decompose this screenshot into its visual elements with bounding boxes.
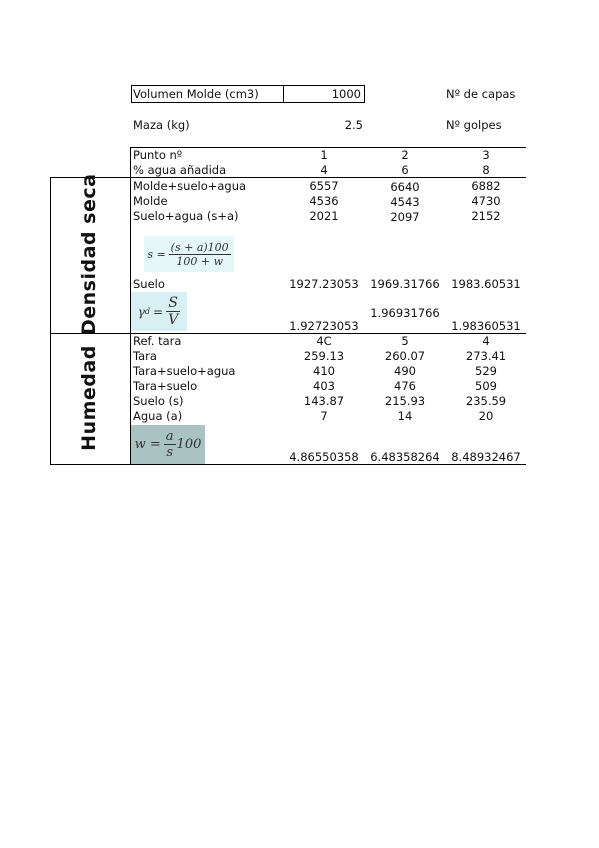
w-2: 6.48358264 bbox=[370, 450, 440, 464]
tara-suelo-agua-3: 529 bbox=[475, 364, 497, 378]
suelo-agua-2: 2097 bbox=[390, 210, 420, 224]
agua-anadida-2: 6 bbox=[401, 163, 409, 177]
suelo-s-1: 143.87 bbox=[303, 394, 345, 408]
formula-s-fraction: (s + a)100 100 + w bbox=[168, 240, 231, 268]
row-label-tara: Tara bbox=[133, 349, 157, 363]
suelo-3: 1983.60531 bbox=[451, 277, 521, 291]
formula-s-den: 100 + w bbox=[176, 254, 223, 268]
volumen-molde-value-box bbox=[283, 85, 365, 103]
formula-gamma-lhs: γ bbox=[137, 304, 145, 319]
tara-suelo-3: 509 bbox=[475, 379, 497, 393]
molde-suelo-agua-1: 6557 bbox=[309, 179, 339, 193]
ref-tara-1: 4C bbox=[316, 334, 332, 348]
gamma-1: 1.92723053 bbox=[289, 319, 359, 333]
molde-suelo-agua-2: 6640 bbox=[390, 180, 420, 194]
row-label-agua-a: Agua (a) bbox=[133, 409, 183, 423]
suelo-s-2: 215.93 bbox=[384, 394, 426, 408]
table-left-border bbox=[50, 177, 51, 465]
tara-suelo-agua-2: 490 bbox=[394, 364, 416, 378]
formula-gamma-fraction: S V bbox=[166, 295, 181, 328]
section-label-densidad: Densidad seca bbox=[78, 173, 100, 335]
w-1: 4.86550358 bbox=[289, 450, 359, 464]
formula-w-image: w = a s 100 bbox=[131, 425, 205, 464]
gamma-2: 1.96931766 bbox=[370, 306, 440, 320]
agua-a-1: 7 bbox=[320, 409, 328, 423]
agua-a-3: 20 bbox=[478, 409, 494, 423]
agua-anadida-1: 4 bbox=[320, 163, 328, 177]
suelo-s-3: 235.59 bbox=[465, 394, 507, 408]
tara-suelo-2: 476 bbox=[394, 379, 416, 393]
punto-2: 2 bbox=[401, 148, 409, 162]
punto-1: 1 bbox=[320, 148, 328, 162]
molde-1: 4536 bbox=[309, 194, 339, 208]
tara-3: 273.41 bbox=[465, 349, 507, 363]
suelo-agua-1: 2021 bbox=[309, 209, 339, 223]
volumen-molde-value: 1000 bbox=[331, 87, 361, 101]
ref-tara-2: 5 bbox=[401, 334, 409, 348]
golpes-label: Nº golpes bbox=[446, 118, 502, 132]
table-label-column-border bbox=[130, 147, 131, 465]
formula-w-den: s bbox=[166, 445, 173, 460]
row-label-tara-suelo: Tara+suelo bbox=[133, 379, 198, 393]
formula-s-image: s = (s + a)100 100 + w bbox=[144, 236, 234, 272]
tara-suelo-1: 403 bbox=[313, 379, 335, 393]
row-label-suelo-s: Suelo (s) bbox=[133, 394, 184, 408]
row-label-molde-suelo-agua: Molde+suelo+agua bbox=[133, 179, 247, 193]
tara-suelo-agua-1: 410 bbox=[313, 364, 335, 378]
row-label-suelo-agua: Suelo+agua (s+a) bbox=[133, 209, 239, 223]
tara-1: 259.13 bbox=[303, 349, 345, 363]
volumen-molde-label: Volumen Molde (cm3) bbox=[133, 87, 259, 101]
formula-gamma-eq: = bbox=[153, 304, 164, 319]
capas-label: Nº de capas bbox=[446, 87, 516, 101]
suelo-agua-3: 2152 bbox=[471, 209, 501, 223]
molde-suelo-agua-3: 6882 bbox=[471, 179, 501, 193]
section-label-humedad: Humedad bbox=[78, 345, 100, 451]
tara-2: 260.07 bbox=[384, 349, 426, 363]
formula-w-num: a bbox=[163, 429, 176, 445]
formula-w-tail: 100 bbox=[176, 437, 202, 452]
row-label-agua-anadida: % agua añadida bbox=[133, 163, 227, 177]
section-densidad-top bbox=[50, 177, 526, 178]
formula-s-lhs: s = bbox=[147, 247, 166, 261]
agua-a-2: 14 bbox=[397, 409, 413, 423]
table-top-border bbox=[130, 147, 526, 148]
w-3: 8.48932467 bbox=[451, 450, 521, 464]
section-humedad-top bbox=[50, 333, 526, 334]
row-label-ref-tara: Ref. tara bbox=[133, 334, 182, 348]
agua-anadida-3: 8 bbox=[482, 163, 490, 177]
table-bottom-border bbox=[50, 464, 526, 465]
formula-s-num: (s + a)100 bbox=[168, 240, 231, 255]
ref-tara-3: 4 bbox=[482, 334, 490, 348]
suelo-2: 1969.31766 bbox=[370, 277, 440, 291]
formula-gamma-sub: d bbox=[144, 307, 151, 316]
gamma-3: 1.98360531 bbox=[451, 319, 521, 333]
molde-2: 4543 bbox=[390, 195, 420, 209]
formula-gamma-den: V bbox=[168, 312, 179, 328]
row-label-tara-suelo-agua: Tara+suelo+agua bbox=[133, 364, 236, 378]
maza-value: 2.5 bbox=[344, 118, 363, 132]
row-label-punto: Punto nº bbox=[133, 148, 183, 162]
formula-w-lhs: w = bbox=[134, 437, 161, 452]
formula-w-fraction: a s bbox=[163, 429, 176, 460]
formula-gamma-num: S bbox=[166, 295, 181, 312]
suelo-1: 1927.23053 bbox=[289, 277, 359, 291]
maza-label: Maza (kg) bbox=[133, 118, 190, 132]
molde-3: 4730 bbox=[471, 194, 501, 208]
row-label-molde: Molde bbox=[133, 194, 168, 208]
row-label-suelo: Suelo bbox=[133, 277, 165, 291]
punto-3: 3 bbox=[482, 148, 490, 162]
